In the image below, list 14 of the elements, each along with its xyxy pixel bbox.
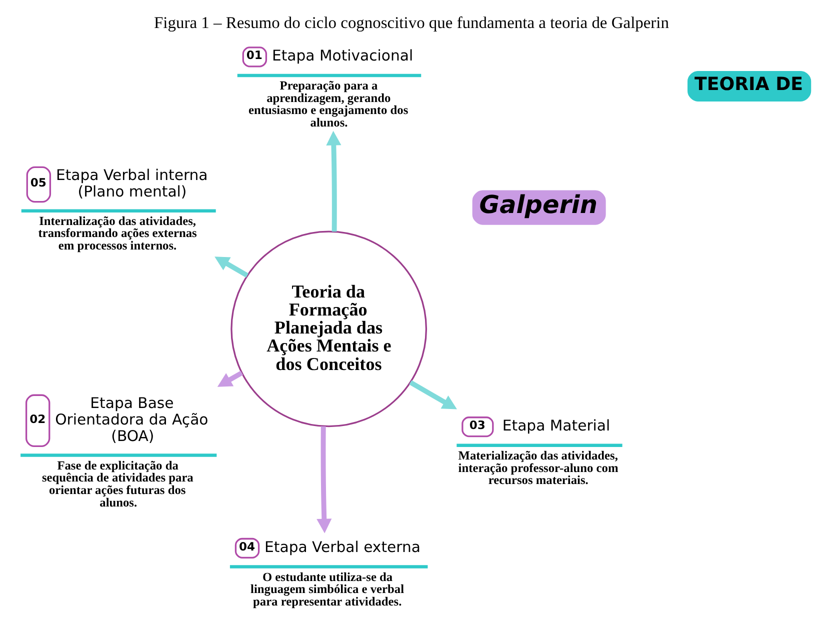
- node-label: Preparação para a aprendizagem, gerando entusiasmo e engajamento dos alunos.: [248, 78, 408, 130]
- node-label: Fase de explicitação da sequência de atividades para orientar ações futuras dos alunos.: [42, 458, 194, 510]
- caption: Figura 1 – Resumo do ciclo cognoscitivo que fundamenta a teoria de Galperin: [154, 13, 669, 32]
- arrow: [217, 370, 244, 387]
- node-label: O estudante utiliza-se da linguagem simbólica e verbal para representar atividades.: [250, 570, 404, 608]
- node-circle: Teoria da Formação Planejada das Ações Mentais e dos Conceitos: [230, 230, 428, 428]
- arrow: [214, 256, 249, 278]
- node-label: Materialização das atividades, interação professor-aluno com recursos materiais.: [458, 448, 618, 488]
- arrow: [326, 130, 342, 232]
- arrow: [316, 426, 332, 534]
- node-box: Galperin: [472, 190, 606, 225]
- node-label: Internalização das atividades, transformando ações externas em processos internos.: [38, 214, 197, 253]
- node-box: TEORIA DE: [688, 70, 812, 102]
- arrow: [409, 380, 457, 410]
